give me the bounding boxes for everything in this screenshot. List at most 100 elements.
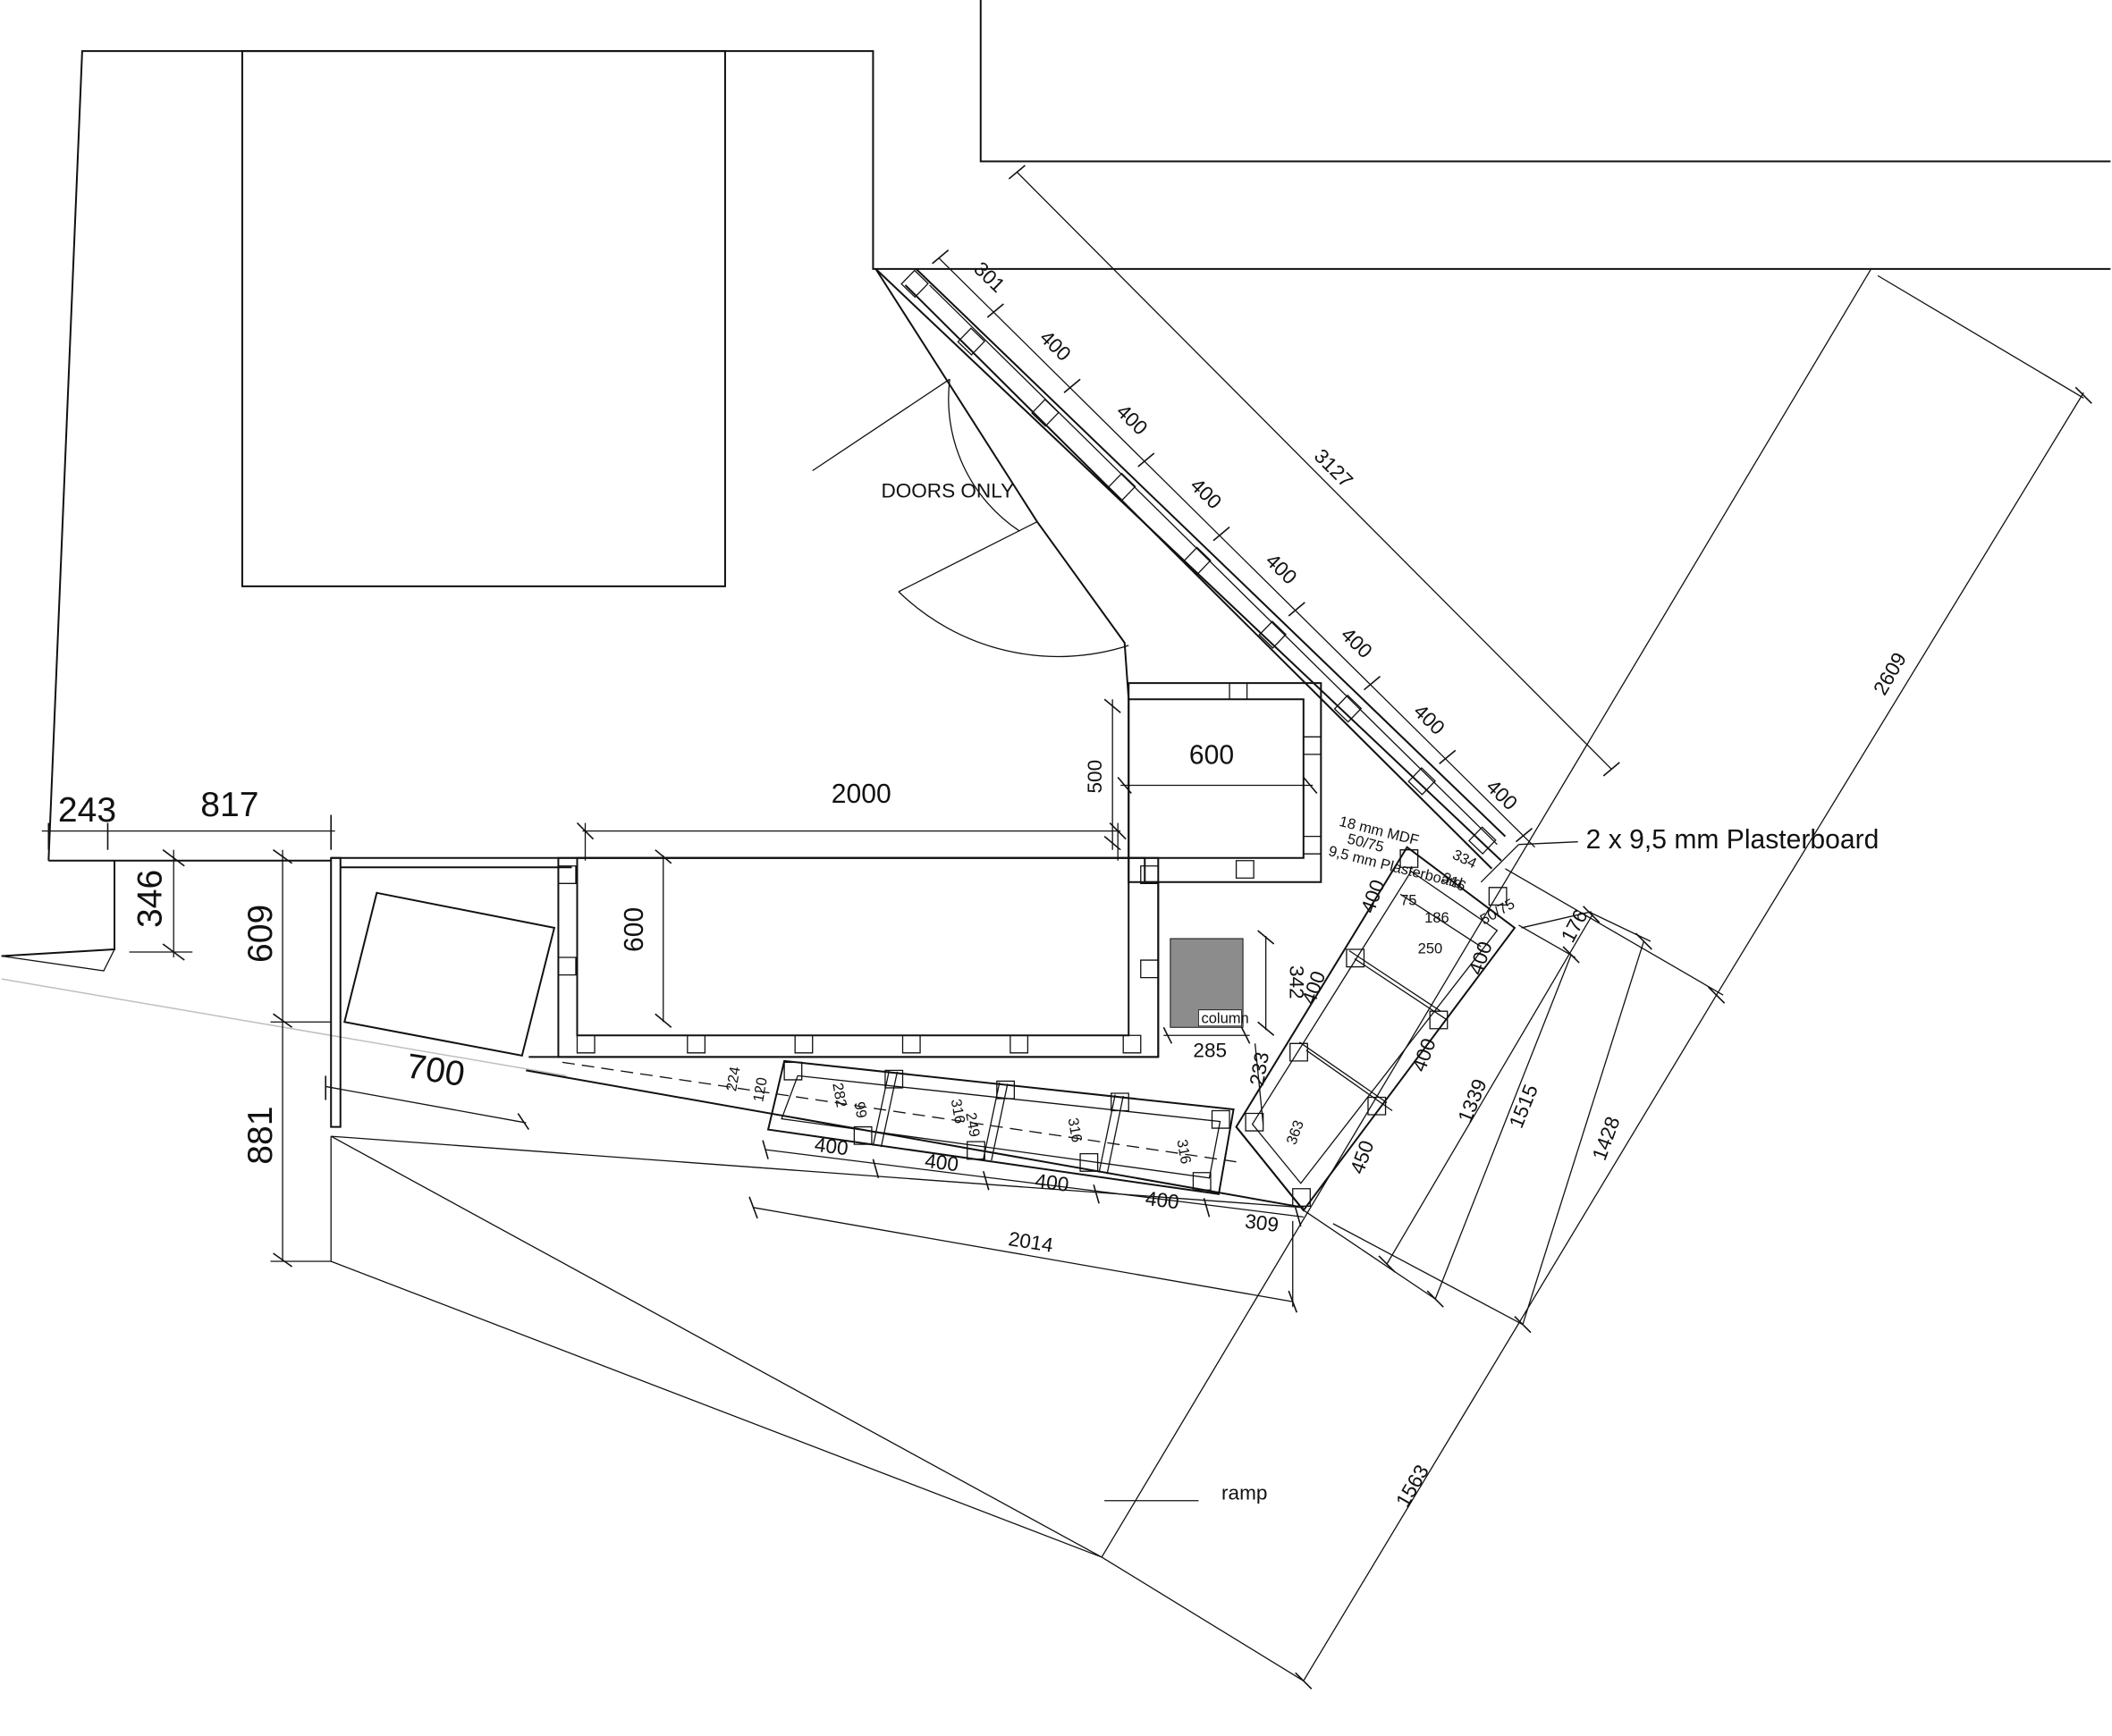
column-label-box [1198, 1010, 1241, 1026]
inner-square-room [242, 51, 725, 586]
dim-250: 250 [1418, 940, 1443, 957]
dim-400-rf4: 400 [1407, 1035, 1440, 1074]
ramp-top [331, 1136, 1304, 1208]
dim-342: 342 [1286, 965, 1308, 999]
corridor-inner-wall [917, 269, 1506, 837]
dim-334: 334 [1449, 846, 1479, 872]
doors: DOORS ONLY [813, 379, 1129, 656]
left-wedge [2, 949, 114, 971]
dim-309: 309 [1244, 1210, 1280, 1236]
dim-400-l3: 400 [1034, 1169, 1069, 1195]
dim-346: 346 [131, 870, 170, 928]
lower-panel-inner [781, 1075, 1220, 1177]
door-leaf-lower [899, 522, 1037, 592]
corridor-inner-line [930, 285, 1498, 845]
dim-285: 285 [1193, 1039, 1227, 1061]
dim-700: 700 [404, 1047, 468, 1094]
lower-studs [784, 1062, 1229, 1190]
lower-outer-wall [526, 1070, 1303, 1207]
dim-600-room: 600 [620, 907, 649, 952]
dim-2014: 2014 [1007, 1227, 1054, 1257]
lower-dashed-centerline [562, 1062, 1237, 1161]
column: column [1170, 939, 1249, 1027]
top-right-building [981, 0, 2111, 162]
ramp-diagonal [331, 1136, 1102, 1557]
room-studs [558, 866, 1158, 1053]
left-room-wall [331, 858, 341, 1127]
ramp-label: ramp [1221, 1481, 1267, 1504]
dim-75: 75 [1400, 891, 1416, 908]
dim-400-c2: 400 [1112, 400, 1152, 439]
dim-1428: 1428 [1588, 1114, 1625, 1164]
upper-box-inner [1128, 699, 1304, 858]
upper-box-outer [1128, 683, 1321, 882]
corridor-left-wall [875, 269, 1128, 699]
dim-176: 176 [1557, 906, 1592, 946]
dim-99: 99 [850, 1100, 870, 1119]
dim-120: 120 [749, 1076, 771, 1103]
dim-400-c7: 400 [1482, 775, 1521, 814]
room-right-wall [1128, 858, 1158, 1058]
upper-box [1128, 683, 1321, 882]
dim-881: 881 [241, 1106, 280, 1164]
central-room-inner [577, 858, 1128, 1036]
right-frame-inner [1253, 872, 1498, 1184]
dim-363: 363 [1283, 1118, 1307, 1147]
dim-3127: 3127 [1310, 444, 1357, 492]
building-outlines [2, 0, 2111, 1075]
left-step [2, 861, 114, 956]
plasterboard-leader [1518, 842, 1577, 845]
dim-1339: 1339 [1454, 1076, 1491, 1126]
right-frame-corner [1237, 1127, 1304, 1210]
door-swing-lower [899, 592, 1128, 657]
dim-400-c6: 400 [1409, 700, 1449, 739]
box-studs [1229, 683, 1321, 878]
tilted-box [344, 893, 554, 1056]
dim-282: 282 [829, 1082, 850, 1108]
sight-line [2, 979, 567, 1075]
diagonal-corridor [875, 269, 1505, 869]
dim-1563: 1563 [1391, 1461, 1433, 1511]
dim-400-rf1: 400 [1356, 877, 1389, 916]
dim-186: 186 [1424, 909, 1449, 926]
dim-243: 243 [58, 791, 116, 830]
right-frame-dividers [1299, 894, 1481, 1110]
dim-500: 500 [1084, 760, 1106, 794]
dimension-lines: 243 817 346 609 881 700 2000 600 [42, 165, 2091, 1689]
corridor-wall-2 [906, 285, 1492, 869]
central-room-outer [558, 858, 1158, 1058]
left-building-outline [48, 51, 2110, 861]
dim-2000: 2000 [832, 780, 891, 809]
dim-1515: 1515 [1505, 1082, 1542, 1132]
lower-panel-frame [768, 1061, 1233, 1194]
ramp: ramp [331, 269, 1871, 1557]
dim-316-l1: 316 [948, 1098, 969, 1125]
lower-corridor [526, 1057, 1303, 1207]
corridor-studs [901, 271, 1496, 855]
dim-224: 224 [722, 1066, 744, 1092]
door-swing-upper [949, 379, 1020, 531]
dim-450: 450 [1346, 1138, 1378, 1177]
lower-panel-dividers [873, 1070, 1123, 1174]
dim-400-l2: 400 [924, 1150, 959, 1176]
dim-600-box: 600 [1189, 740, 1234, 770]
dim-609: 609 [241, 905, 280, 963]
right-frame [1237, 847, 1515, 1210]
dim-316-l3: 316 [1173, 1138, 1195, 1165]
dim-2609: 2609 [1869, 649, 1911, 699]
plasterboard-label: 2 x 9,5 mm Plasterboard [1586, 825, 1880, 855]
dim-400-l1: 400 [814, 1133, 849, 1159]
dim-400-rf3: 400 [1465, 939, 1497, 978]
column-label: column [1201, 1010, 1248, 1027]
dim-400-l4: 400 [1145, 1187, 1180, 1213]
door-leaf-upper [813, 379, 950, 470]
ramp-side [1102, 269, 1871, 1557]
dim-817: 817 [200, 786, 258, 824]
doors-only-label: DOORS ONLY [881, 480, 1014, 502]
dim-301: 301 [969, 257, 1009, 297]
dim-316-l2: 316 [1065, 1117, 1086, 1143]
dim-400-c3: 400 [1186, 474, 1225, 513]
dim-249: 249 [962, 1111, 984, 1138]
dim-5075: 50/75 [1477, 895, 1517, 928]
